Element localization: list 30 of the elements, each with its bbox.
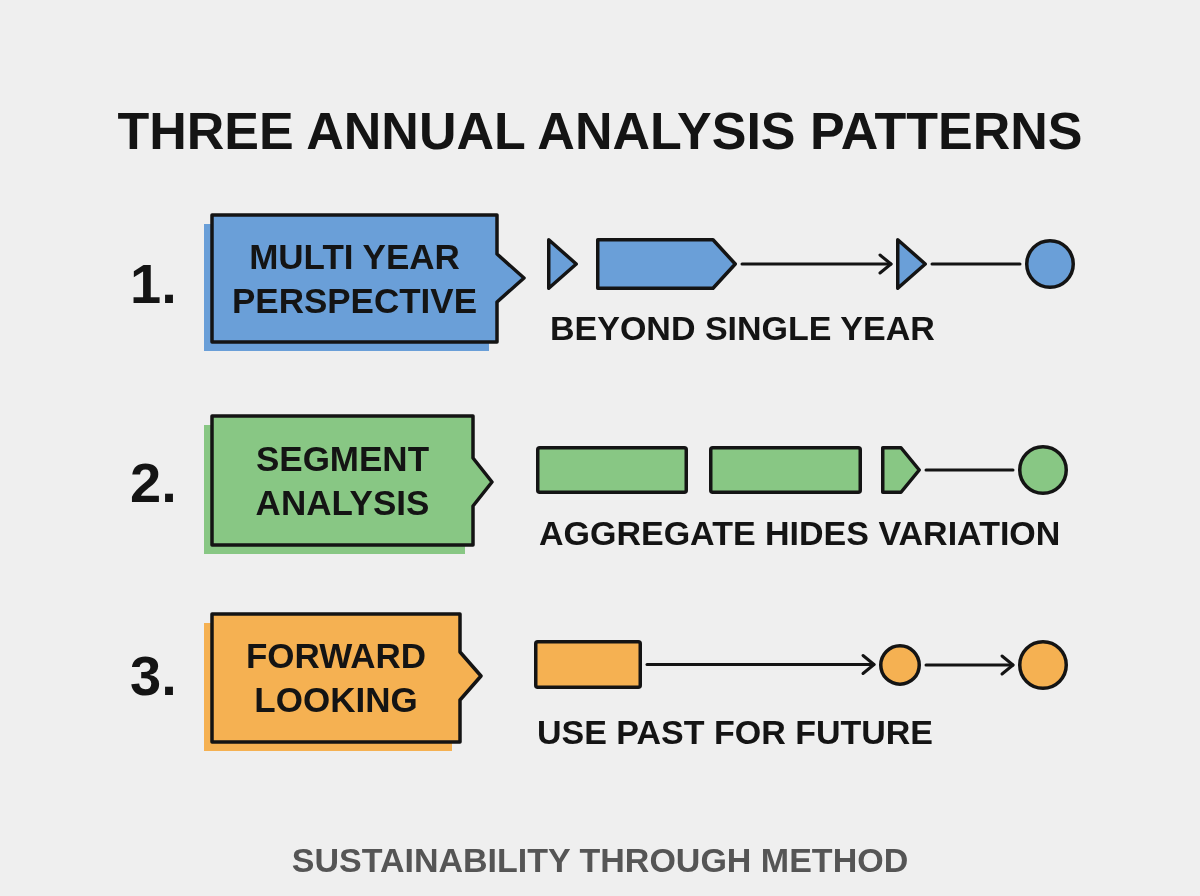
row-number: 3.	[130, 648, 177, 704]
circle-marker	[879, 644, 921, 686]
arrow-block	[596, 238, 737, 290]
circle-marker	[1018, 640, 1068, 690]
row-number: 2.	[130, 455, 177, 511]
callout-box	[202, 413, 495, 556]
arrow	[645, 654, 876, 675]
triangle-marker	[896, 238, 927, 290]
callout-box	[202, 212, 527, 353]
row-caption: BEYOND SINGLE YEAR	[550, 311, 935, 345]
triangle-marker	[547, 238, 578, 290]
bar-block	[536, 446, 688, 494]
callout-box	[202, 611, 484, 753]
bar-block	[709, 446, 862, 494]
diagram-caption: SUSTAINABILITY THROUGH METHOD	[291, 843, 909, 877]
callout-text: MULTI YEAR PERSPECTIVE	[230, 235, 479, 322]
circle-marker	[1025, 239, 1075, 289]
connector-line	[930, 262, 1022, 266]
arrow	[740, 253, 893, 275]
circle-marker	[1018, 445, 1068, 495]
row-caption: USE PAST FOR FUTURE	[537, 715, 934, 749]
row-caption: AGGREGATE HIDES VARIATION	[539, 516, 1061, 550]
diagram-title: THREE ANNUAL ANALYSIS PATTERNS	[117, 105, 1083, 157]
callout-text: SEGMENT ANALYSIS	[254, 437, 431, 524]
arrow	[924, 654, 1015, 676]
arrow-block	[881, 446, 921, 494]
callout-text: FORWARD LOOKING	[244, 635, 428, 721]
bar-block	[534, 640, 642, 689]
connector-line	[924, 468, 1015, 472]
row-number: 1.	[130, 256, 177, 312]
